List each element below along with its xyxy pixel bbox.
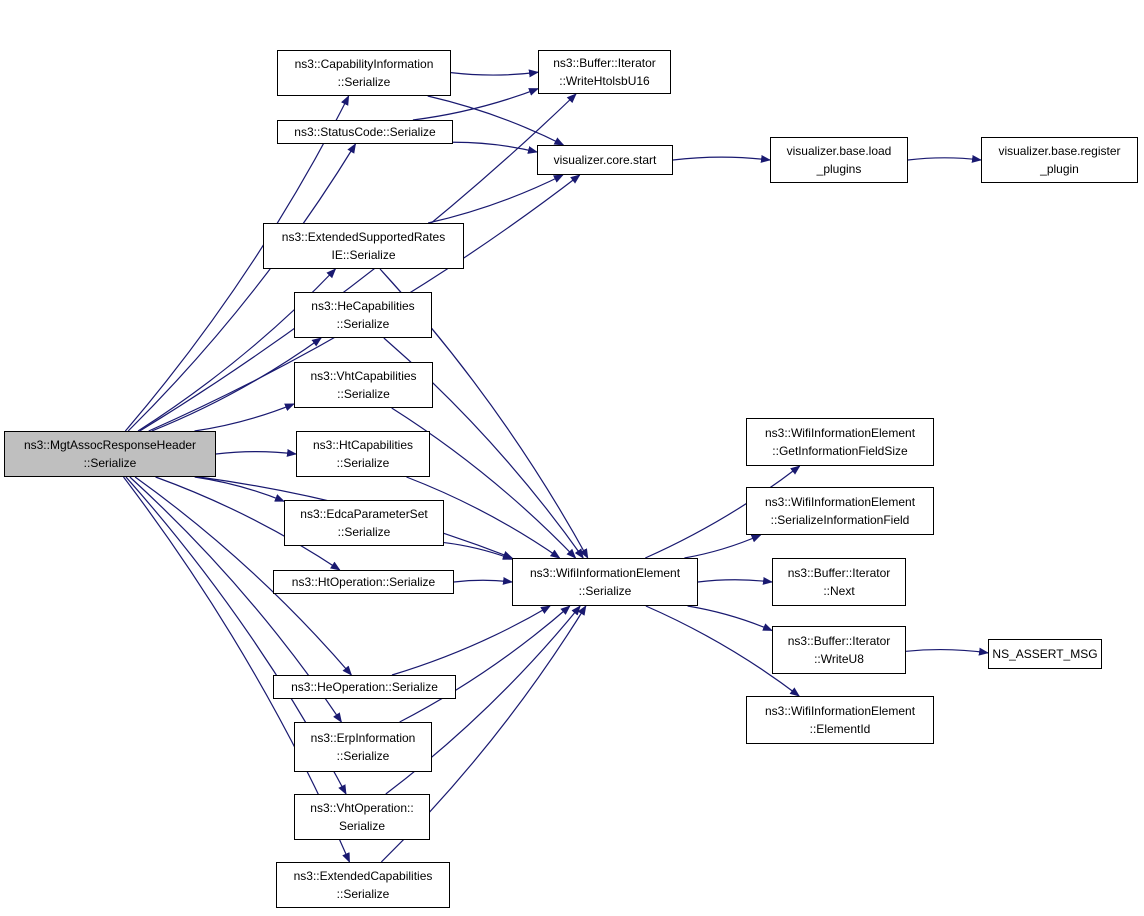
edge-root-to-hecap — [151, 337, 322, 432]
node-label: ns3::WifiInformationElement — [764, 704, 916, 718]
edge-root-to-heop — [134, 476, 353, 676]
node-label: visualizer.base.load — [786, 144, 892, 158]
edge-vizstart-to-vizload — [672, 154, 771, 163]
node-label: ::Serialize — [337, 387, 390, 401]
node-label: ns3::HeCapabilities — [311, 299, 415, 313]
node-vhtcap[interactable]: ns3::VhtCapabilities::Serialize — [294, 362, 433, 408]
node-label: IE::Serialize — [331, 248, 396, 262]
node-label: visualizer.base.register — [998, 144, 1121, 158]
edge-htop-to-wifiser — [453, 576, 513, 585]
node-label: _plugins — [816, 162, 862, 176]
edge-wifiser-to-next — [697, 576, 773, 585]
node-label: ::GetInformationFieldSize — [772, 444, 908, 458]
node-label: visualizer.core.start — [553, 153, 657, 167]
node-capinfo[interactable]: ns3::CapabilityInformation::Serialize — [277, 50, 451, 96]
node-label: ::Serialize — [336, 317, 390, 331]
edge-vhtcap-to-wifiser — [391, 407, 577, 559]
edge-heop-to-wifiser — [391, 605, 551, 676]
node-label: _plugin — [1040, 162, 1079, 176]
node-label: ::ElementId — [809, 722, 871, 736]
node-label: ns3::WifiInformationElement — [764, 426, 916, 440]
edge-root-to-capinfo — [124, 95, 350, 432]
node-label: ns3::HeOperation::Serialize — [291, 680, 438, 694]
node-label: ns3::MgtAssocResponseHeader — [23, 438, 197, 452]
node-vizstart[interactable]: visualizer.core.start — [537, 145, 673, 175]
node-hecap[interactable]: ns3::HeCapabilities::Serialize — [294, 292, 432, 338]
node-label: ns3::WifiInformationElement — [764, 495, 916, 509]
node-extcap[interactable]: ns3::ExtendedCapabilities::Serialize — [276, 862, 450, 908]
node-label: ::WriteU8 — [814, 652, 864, 666]
node-next[interactable]: ns3::Buffer::Iterator::Next — [772, 558, 906, 606]
node-vhtop[interactable]: ns3::VhtOperation::Serialize — [294, 794, 430, 840]
edge-wifiser-to-elemid — [645, 605, 800, 697]
edge-vizload-to-vizreg — [907, 154, 982, 163]
node-nsassert[interactable]: NS_ASSERT_MSG — [988, 639, 1102, 669]
edge-vhtop-to-wifiser — [385, 605, 581, 795]
node-label: ::Serialize — [336, 456, 390, 470]
edge-status-to-vizstart — [452, 141, 538, 154]
node-label: ::Serialize — [83, 456, 137, 470]
node-label: ns3::ExtendedSupportedRates — [281, 230, 446, 244]
node-label: ::Serialize — [337, 525, 391, 539]
node-getinfo[interactable]: ns3::WifiInformationElement::GetInformat… — [746, 418, 934, 466]
node-label: Serialize — [338, 819, 386, 833]
edge-capinfo-to-vizstart — [427, 95, 565, 146]
node-label: ::Serialize — [578, 584, 632, 598]
node-label: ::Serialize — [336, 887, 390, 901]
edge-edca-to-wifiser — [443, 541, 513, 560]
node-root: ns3::MgtAssocResponseHeader::Serialize — [4, 431, 216, 477]
node-label: ns3::ExtendedCapabilities — [293, 869, 433, 883]
node-label: ::Serialize — [337, 75, 391, 89]
node-label: ns3::HtOperation::Serialize — [291, 575, 436, 589]
node-label: ns3::Buffer::Iterator — [787, 566, 891, 580]
node-htop[interactable]: ns3::HtOperation::Serialize — [273, 570, 454, 594]
edge-writeu8-to-nsassert — [905, 647, 989, 656]
node-status[interactable]: ns3::StatusCode::Serialize — [277, 120, 453, 144]
edge-wifiser-to-getinfo — [645, 465, 801, 559]
node-label: ns3::VhtCapabilities — [310, 369, 417, 383]
node-label: ::SerializeInformationField — [770, 513, 910, 527]
edge-wifiser-to-writeu8 — [687, 605, 773, 632]
edge-root-to-status — [127, 143, 357, 432]
edge-wifiser-to-serinfo — [684, 534, 762, 559]
node-label: ::Serialize — [336, 749, 390, 763]
edge-root-to-edca — [194, 476, 285, 502]
node-label: ns3::ErpInformation — [310, 731, 416, 745]
node-edca[interactable]: ns3::EdcaParameterSet::Serialize — [284, 500, 444, 546]
edge-htcap-to-wifiser — [406, 476, 561, 559]
node-vizreg[interactable]: visualizer.base.register _plugin — [981, 137, 1138, 183]
edge-extrates-to-vizstart — [427, 174, 564, 224]
node-erp[interactable]: ns3::ErpInformation::Serialize — [294, 722, 432, 772]
edge-root-to-vhtcap — [194, 403, 295, 432]
node-label: ::WriteHtolsbU16 — [559, 74, 650, 88]
node-label: NS_ASSERT_MSG — [992, 647, 1098, 661]
node-label: ns3::StatusCode::Serialize — [294, 125, 436, 139]
edge-root-to-writehtolsb — [139, 93, 577, 432]
node-label: ::Next — [823, 584, 855, 598]
node-writehtolsb[interactable]: ns3::Buffer::Iterator::WriteHtolsbU16 — [538, 50, 671, 94]
node-serinfo[interactable]: ns3::WifiInformationElement::SerializeIn… — [746, 487, 934, 535]
node-label: ns3::HtCapabilities — [312, 438, 414, 452]
node-writeu8[interactable]: ns3::Buffer::Iterator::WriteU8 — [772, 626, 906, 674]
node-label: ns3::WifiInformationElement — [529, 566, 681, 580]
edge-root-to-htcap — [215, 448, 297, 457]
edge-capinfo-to-writehtolsb — [450, 69, 539, 78]
node-label: ns3::Buffer::Iterator — [553, 56, 656, 70]
node-label: ns3::CapabilityInformation — [294, 57, 434, 71]
node-heop[interactable]: ns3::HeOperation::Serialize — [273, 675, 456, 699]
node-label: ns3::Buffer::Iterator — [787, 634, 891, 648]
node-htcap[interactable]: ns3::HtCapabilities::Serialize — [296, 431, 430, 477]
edge-erp-to-wifiser — [399, 605, 571, 723]
edge-status-to-writehtolsb — [412, 88, 539, 121]
node-label: ns3::VhtOperation:: — [310, 801, 414, 815]
node-vizload[interactable]: visualizer.base.load _plugins — [770, 137, 908, 183]
node-label: ns3::EdcaParameterSet — [300, 507, 428, 521]
node-elemid[interactable]: ns3::WifiInformationElement::ElementId — [746, 696, 934, 744]
edge-root-to-htop — [155, 476, 341, 571]
node-wifiser[interactable]: ns3::WifiInformationElement::Serialize — [512, 558, 698, 606]
